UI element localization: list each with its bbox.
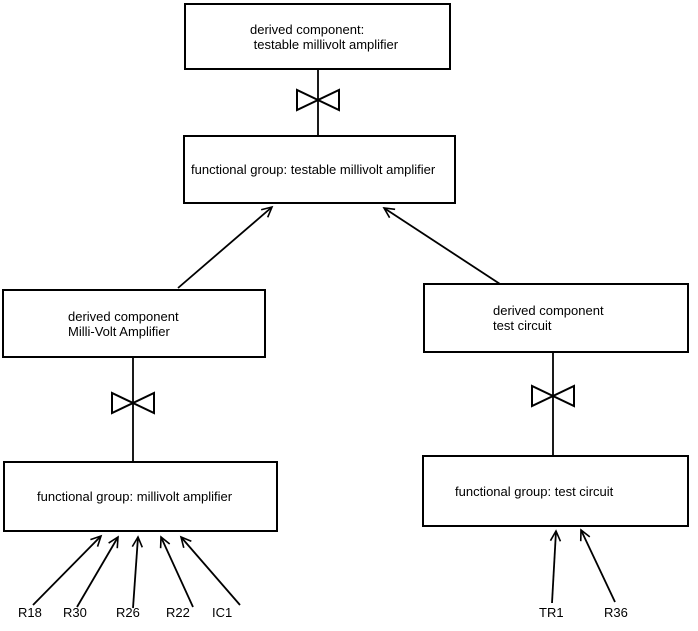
leaf-label-r22[interactable]: R22 xyxy=(166,605,190,620)
leaf-label-tr1[interactable]: TR1 xyxy=(539,605,564,620)
node-label-line1: derived component xyxy=(493,303,604,318)
node-label-line2: Milli-Volt Amplifier xyxy=(68,323,170,339)
node-functional-group-testable-millivolt-amplifier[interactable]: functional group: testable millivolt amp… xyxy=(183,135,456,204)
connector-tr1-to-right-functional xyxy=(549,529,562,604)
connector-right-decomposition xyxy=(531,353,575,455)
connector-r26-to-left-functional xyxy=(131,535,144,609)
leaf-label-r26[interactable]: R26 xyxy=(116,605,140,620)
node-derived-test-circuit[interactable]: derived component test circuit xyxy=(423,283,689,353)
connector-left-derived-to-top-functional xyxy=(177,205,274,289)
connector-ic1-to-left-functional xyxy=(179,535,241,606)
bowtie-icon xyxy=(111,391,155,415)
connector-top-decomposition xyxy=(296,70,340,135)
connector-r22-to-left-functional xyxy=(159,535,194,608)
connector-left-decomposition xyxy=(111,358,155,461)
node-functional-group-test-circuit[interactable]: functional group: test circuit xyxy=(422,455,689,527)
node-derived-milli-volt-amplifier[interactable]: derived component Milli-Volt Amplifier xyxy=(2,289,266,358)
leaf-label-r18[interactable]: R18 xyxy=(18,605,42,620)
bowtie-icon xyxy=(531,384,575,408)
node-label-line1: derived component: xyxy=(250,21,365,37)
connector-r18-to-left-functional xyxy=(32,534,103,606)
connector-r30-to-left-functional xyxy=(76,535,119,608)
bowtie-icon xyxy=(296,88,340,112)
leaf-label-r36[interactable]: R36 xyxy=(604,605,628,620)
node-functional-group-millivolt-amplifier[interactable]: functional group: millivolt amplifier xyxy=(3,461,278,532)
node-label-line2: testable millivolt amplifier xyxy=(250,36,399,52)
connector-r36-to-right-functional xyxy=(579,528,616,603)
node-label-line1: functional group: millivolt amplifier xyxy=(37,489,233,504)
node-label-line1: derived component xyxy=(68,308,179,324)
connector-right-derived-to-top-functional xyxy=(382,207,501,285)
leaf-label-r30[interactable]: R30 xyxy=(63,605,87,620)
leaf-label-ic1[interactable]: IC1 xyxy=(212,605,233,620)
node-label-line1: functional group: testable millivolt amp… xyxy=(191,162,436,177)
node-label-line2: test circuit xyxy=(493,318,552,333)
node-label-line1: functional group: test circuit xyxy=(455,483,614,499)
node-derived-testable-millivolt-amplifier[interactable]: derived component: testable millivolt am… xyxy=(184,3,451,70)
